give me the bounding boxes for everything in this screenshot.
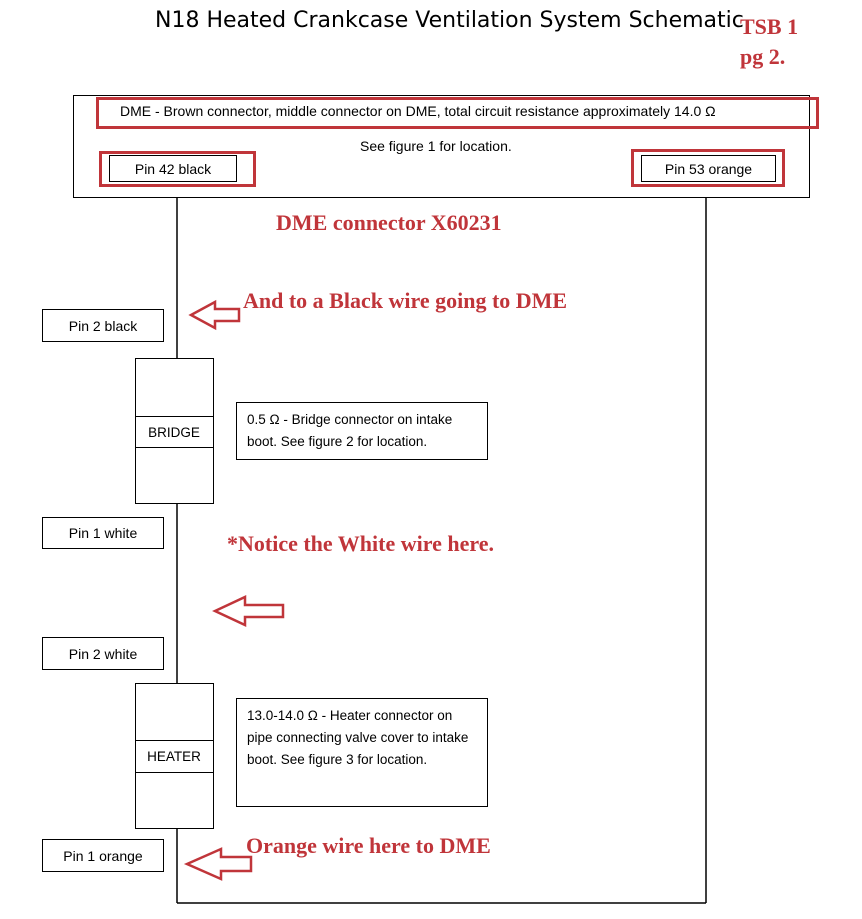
dme-description-highlight <box>96 97 819 129</box>
annotation-orange-wire: Orange wire here to DME <box>246 833 491 858</box>
pin1-orange-label: Pin 1 orange <box>42 839 164 872</box>
annotation-white-wire: *Notice the White wire here. <box>227 531 494 556</box>
dme-description: DME - Brown connector, middle connector … <box>120 103 716 119</box>
pin1-white-label: Pin 1 white <box>42 517 164 549</box>
tsb-reference: TSB 1 pg 2. <box>740 14 799 69</box>
bridge-description: 0.5 Ω - Bridge connector on intake boot.… <box>236 402 488 460</box>
pin42-highlight <box>99 151 256 187</box>
annotation-black-wire: And to a Black wire going to DME <box>243 288 568 313</box>
pin53-orange-label: Pin 53 orange <box>641 155 776 182</box>
bridge-label: BRIDGE <box>134 416 214 448</box>
heater-description: 13.0-14.0 Ω - Heater connector on pipe c… <box>236 698 488 807</box>
arrow-left-icon <box>188 299 241 331</box>
arrow-left-icon <box>183 847 253 881</box>
heater-connector: HEATER <box>134 683 214 829</box>
connector-title: DME connector X60231 <box>276 210 502 235</box>
dme-connector-box <box>73 95 810 198</box>
pin2-white-label: Pin 2 white <box>42 637 164 670</box>
see-figure-1-note: See figure 1 for location. <box>360 138 512 154</box>
pin2-black-label: Pin 2 black <box>42 309 164 342</box>
arrow-left-icon <box>212 595 285 627</box>
pin42-black-label: Pin 42 black <box>109 155 237 182</box>
pin53-highlight <box>631 149 785 187</box>
heater-label: HEATER <box>134 740 214 773</box>
bridge-connector: BRIDGE <box>134 358 214 504</box>
